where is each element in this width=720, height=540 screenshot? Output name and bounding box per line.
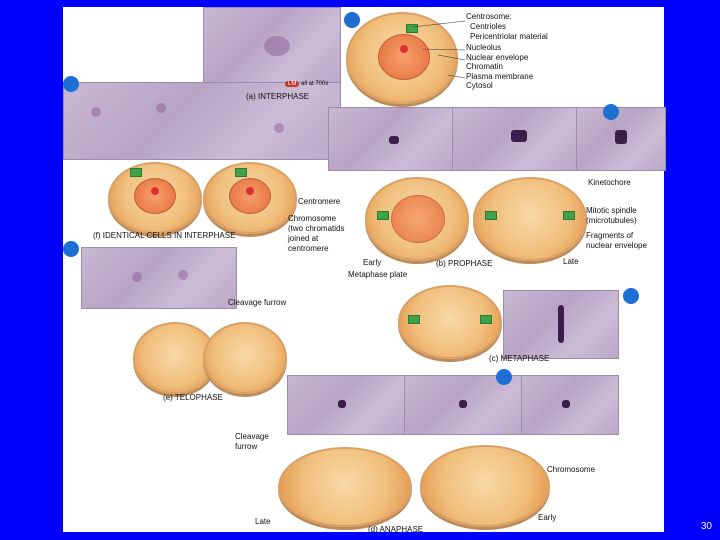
daughter-cell-left xyxy=(108,162,202,234)
label-cleavage-furrow-1: Cleavage furrow xyxy=(228,298,287,307)
label-nucleolus: Nucleolus xyxy=(466,43,502,52)
anaphase-early-cell xyxy=(420,445,550,527)
label-pericentriolar: Pericentriolar material xyxy=(470,32,548,41)
label-early-anaphase: Early xyxy=(538,513,557,522)
label-chromosome-pair-1: Chromosome xyxy=(288,214,337,223)
label-cytosol: Cytosol xyxy=(466,81,493,90)
stage-identical-cells: (f) IDENTICAL CELLS IN INTERPHASE xyxy=(93,231,236,240)
label-early-prophase: Early xyxy=(363,258,382,267)
label-nuclear-envelope: Nuclear envelope xyxy=(466,53,529,62)
magnification-badge: LM xyxy=(285,81,300,87)
label-centrioles: Centrioles xyxy=(470,22,507,31)
marker-dot xyxy=(63,241,79,257)
stage-prophase: (b) PROPHASE xyxy=(436,259,493,268)
label-chromosome-pair-3: joined at xyxy=(288,234,319,243)
label-late-anaphase: Late xyxy=(255,517,271,526)
label-plasma-membrane: Plasma membrane xyxy=(466,72,534,81)
page-number: 30 xyxy=(700,521,712,532)
label-centrosome: Centrosome: xyxy=(466,12,512,21)
micrograph-metaphase xyxy=(503,290,619,359)
micrograph-telophase-mid xyxy=(404,375,523,435)
daughter-cell-right xyxy=(203,162,297,234)
stage-metaphase: (c) METAPHASE xyxy=(489,354,550,363)
label-chromatin: Chromatin xyxy=(466,62,503,71)
stage-anaphase: (d) ANAPHASE xyxy=(368,525,424,534)
prophase-early-cell xyxy=(365,177,469,261)
label-centromere: Centromere xyxy=(298,197,341,206)
stage-telophase: (e) TELOPHASE xyxy=(163,393,223,402)
prophase-late-cell xyxy=(473,177,587,261)
micrograph-telophase-right xyxy=(521,375,619,435)
anaphase-late-cell xyxy=(278,447,412,527)
label-kinetochore: Kinetochore xyxy=(588,178,631,187)
micrograph-telophase-left xyxy=(287,375,406,435)
interphase-nucleolus xyxy=(400,45,408,53)
label-mitotic-spindle-1: Mitotic spindle xyxy=(586,206,637,215)
label-fragments-2: nuclear envelope xyxy=(586,241,647,250)
figure-panel: LM all at 700x (a) INTERPHASE Centrosome… xyxy=(63,7,666,534)
telophase-cell-right xyxy=(203,322,287,394)
label-fragments-1: Fragments of xyxy=(586,231,634,240)
label-metaphase-plate: Metaphase plate xyxy=(348,270,408,279)
micrograph-prophase-mid xyxy=(452,107,578,171)
marker-dot xyxy=(344,12,360,28)
label-mitotic-spindle-2: (microtubules) xyxy=(586,216,637,225)
metaphase-cell xyxy=(398,285,502,359)
micrograph-prophase-early xyxy=(328,107,454,171)
label-late-prophase: Late xyxy=(563,257,579,266)
label-chromosome-pair-2: (two chromatids xyxy=(288,224,345,233)
micrograph-identical-cells xyxy=(81,247,237,309)
interphase-pointer-lines xyxy=(412,20,466,79)
label-cleavage-furrow-2a: Cleavage xyxy=(235,432,269,441)
micrograph-interphase-top xyxy=(203,7,341,84)
magnification-text: all at 700x xyxy=(301,81,329,87)
interphase-nucleus xyxy=(378,34,430,80)
micrograph-interphase-bottom xyxy=(63,82,341,160)
label-chromosome-pair-4: centromere xyxy=(288,244,329,253)
label-cleavage-furrow-2b: furrow xyxy=(235,442,258,451)
marker-dot xyxy=(63,76,79,92)
micrograph-prophase-late xyxy=(576,107,666,171)
marker-dot xyxy=(623,288,639,304)
marker-dot xyxy=(603,104,619,120)
stage-interphase: (a) INTERPHASE xyxy=(246,92,310,101)
marker-dot xyxy=(496,369,512,385)
interphase-cell xyxy=(346,12,458,104)
label-chromosome: Chromosome xyxy=(547,465,596,474)
interphase-centrosome xyxy=(406,24,418,33)
